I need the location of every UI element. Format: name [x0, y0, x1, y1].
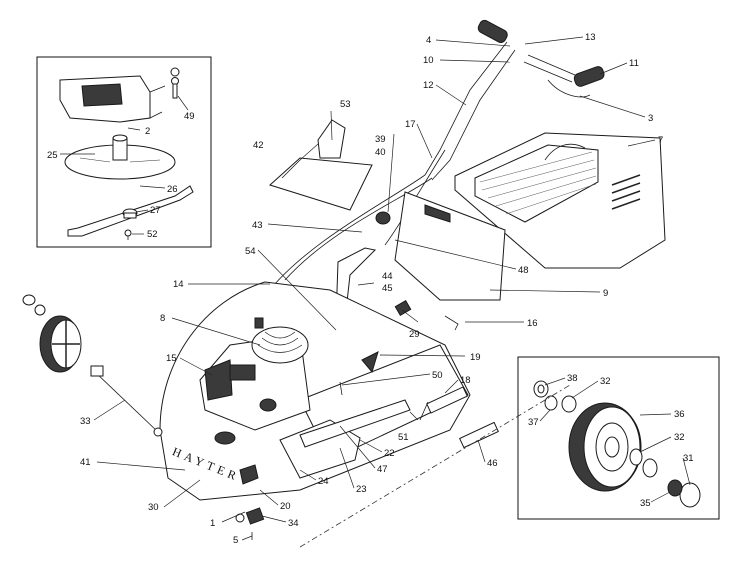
callout-26: 26	[167, 184, 178, 195]
callout-9: 9	[603, 288, 608, 299]
callout-34: 34	[288, 518, 299, 529]
callout-5: 5	[233, 535, 238, 546]
callout-41: 41	[80, 457, 91, 468]
callout-13: 13	[585, 32, 596, 43]
blade-assembly-inset	[36, 56, 212, 248]
front-axle-33	[90, 365, 163, 437]
rear-wheel-36	[568, 402, 642, 492]
callout-33: 33	[80, 416, 91, 427]
bush-32-upper	[561, 395, 577, 413]
callout-24: 24	[318, 476, 329, 487]
callout-31: 31	[683, 453, 694, 464]
callout-12: 12	[423, 80, 434, 91]
callout-15: 15	[166, 353, 177, 364]
callout-25: 25	[47, 150, 58, 161]
callout-36: 36	[674, 409, 685, 420]
hub-cap-31	[679, 482, 701, 508]
callout-45: 45	[382, 283, 393, 294]
callout-17: 17	[405, 119, 416, 130]
callout-11: 11	[629, 58, 639, 69]
callout-38: 38	[567, 373, 578, 384]
callout-32-lower: 32	[674, 432, 685, 443]
washers-38-37	[533, 380, 558, 411]
callout-35: 35	[640, 498, 651, 509]
callout-7: 7	[658, 135, 663, 146]
callout-42: 42	[253, 140, 264, 151]
clip-29	[394, 299, 412, 317]
callout-47: 47	[377, 464, 388, 475]
adjuster-knob-39	[375, 211, 391, 225]
callout-16: 16	[527, 318, 538, 329]
leader-lines	[60, 36, 691, 541]
callout-23: 23	[356, 484, 367, 495]
callout-labels: 49 2 25 26 27 52 4 13 10 11 12 3 17 7 39…	[47, 32, 694, 546]
wheel-assembly-inset	[517, 356, 720, 520]
latch-16	[444, 315, 459, 331]
callout-27: 27	[150, 205, 161, 216]
bush-32-lower	[629, 448, 658, 478]
callout-40: 40	[375, 147, 386, 158]
callout-43: 43	[252, 220, 263, 231]
bolt-52	[124, 229, 132, 240]
callout-18: 18	[460, 375, 471, 386]
callout-52: 52	[147, 229, 158, 240]
callout-4: 4	[426, 35, 431, 46]
callout-29: 29	[409, 329, 420, 340]
callout-30: 30	[148, 502, 159, 513]
grass-box	[394, 132, 666, 301]
callout-20: 20	[280, 501, 291, 512]
bolt-49	[170, 67, 180, 99]
callout-49: 49	[184, 111, 195, 122]
mower-deck	[159, 281, 471, 501]
callout-2: 2	[145, 126, 150, 137]
nut-35	[667, 479, 683, 497]
blade-disc-25	[64, 134, 176, 180]
callout-1: 1	[210, 518, 215, 529]
callout-8: 8	[160, 313, 165, 324]
callout-44: 44	[382, 271, 393, 282]
callout-37: 37	[528, 417, 539, 428]
callout-53: 53	[340, 99, 351, 110]
callout-32-upper: 32	[600, 376, 611, 387]
callout-14: 14	[173, 279, 184, 290]
callout-10: 10	[423, 55, 434, 66]
nut-27	[122, 208, 138, 219]
engine	[199, 317, 311, 445]
callout-39: 39	[375, 134, 386, 145]
callout-48: 48	[518, 265, 529, 276]
callout-22: 22	[384, 448, 395, 459]
callout-51: 51	[398, 432, 409, 443]
callout-46: 46	[487, 458, 498, 469]
deflector-flap-42	[269, 119, 373, 211]
small-parts	[235, 351, 499, 540]
callout-50: 50	[432, 370, 443, 381]
callout-3: 3	[648, 113, 653, 124]
callout-19: 19	[470, 352, 481, 363]
callout-54: 54	[245, 246, 256, 257]
front-wheel	[22, 294, 82, 373]
